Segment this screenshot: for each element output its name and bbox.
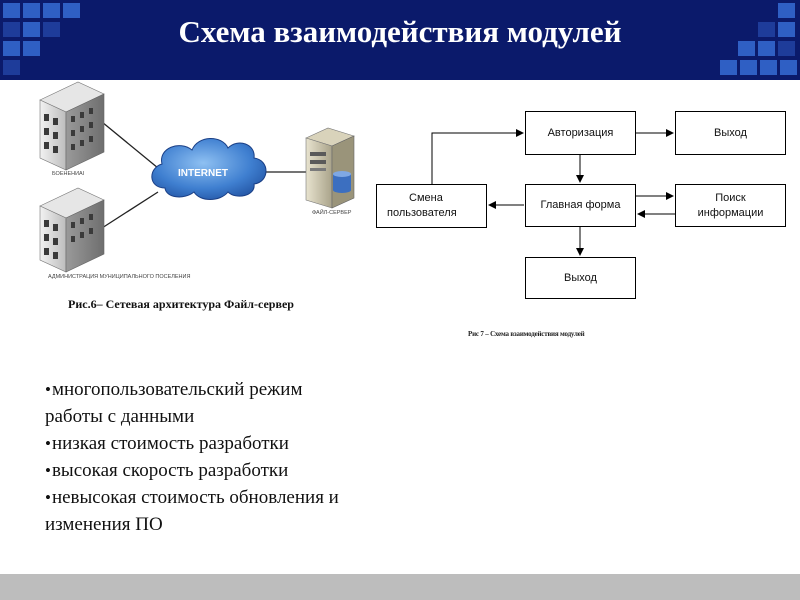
client1-label: БОЕНЕНИАІ [52,171,85,177]
flowchart-caption: Рис 7 – Схема взаимодействия модулей [468,330,585,338]
network-caption: Рис.6– Сетевая архитектура Файл-сервер [68,297,294,311]
slide-title: Схема взаимодействия модулей [178,14,622,49]
flow-box-auth: Авторизация [525,111,636,155]
list-item: •невысокая стоимость обновления и измене… [45,484,405,538]
flow-box-search-line1: Поиск [715,191,746,204]
flow-box-exit-bottom: Выход [525,257,636,299]
flow-box-change-user: Смена пользователя [376,184,487,228]
cloud-icon: INTERNET [151,138,267,200]
bullet-icon: • [45,461,51,480]
footer-bar [0,574,800,600]
building-icon [39,81,105,171]
flow-box-change-user-line1: Смена [409,192,443,205]
list-item-text-cont: работы с данными [45,406,195,427]
cloud-label: INTERNET [178,168,228,179]
flow-box-main-form-label: Главная форма [540,199,621,212]
network-diagram: БОЕНЕНИАІ АДМИНИСТРАЦИЯ МУНИЦИПАЛЬНОГО П… [39,81,355,280]
advantages-list: •многопользовательский режим работы с да… [45,376,405,538]
flow-box-change-user-line2: пользователя [387,207,457,219]
list-item: •высокая скорость разработки [45,457,405,484]
flow-box-exit-top-label: Выход [714,126,747,139]
list-item-text: высокая скорость разработки [51,460,289,481]
flow-box-main-form: Главная форма [525,184,636,227]
list-item-text: многопользовательский режим [51,379,303,400]
list-item-text: невысокая стоимость обновления и [51,487,339,508]
flow-box-exit-bottom-label: Выход [564,271,597,284]
list-item-text-cont: изменения ПО [45,514,163,535]
client2-label: АДМИНИСТРАЦИЯ МУНИЦИПАЛЬНОГО ПОСЕЛЕНИЯ [48,274,190,280]
flow-box-auth-label: Авторизация [547,126,614,139]
flow-box-exit-top: Выход [675,111,786,155]
list-item: •низкая стоимость разработки [45,430,405,457]
list-item-text: низкая стоимость разработки [51,433,289,454]
bullet-icon: • [45,488,51,507]
server-label: ФАЙЛ-СЕРВЕР [312,208,352,216]
bullet-icon: • [45,434,51,453]
bullet-icon: • [45,380,51,399]
server-icon [305,127,355,209]
list-item: •многопользовательский режим работы с да… [45,376,405,430]
header-bar: Схема взаимодействия модулей [0,0,800,80]
building-icon [39,187,105,273]
flow-box-search-line2: информации [697,206,764,219]
flow-box-search: Поиск информации [675,184,786,227]
